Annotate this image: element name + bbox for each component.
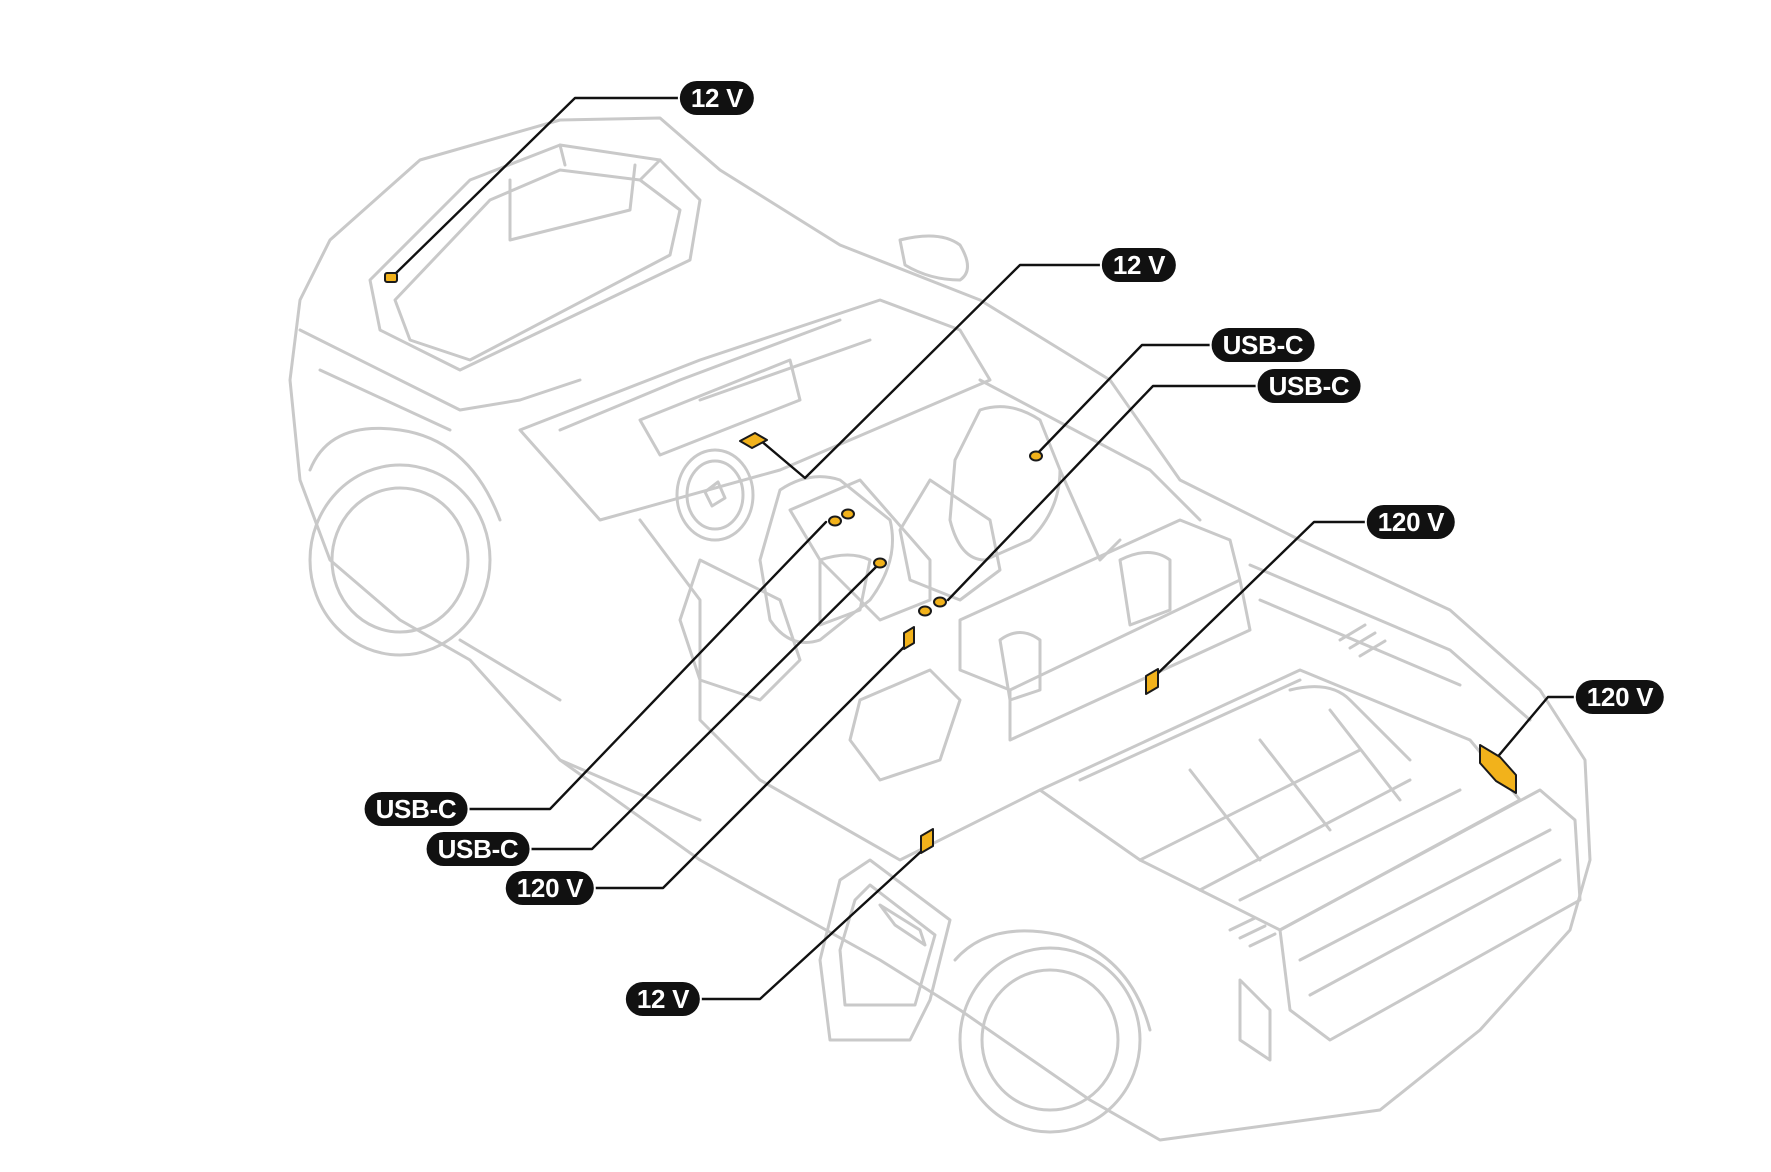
callout-rear-usb-c-a: USB-C (1212, 328, 1315, 362)
outlet-frunk-12v (385, 273, 397, 282)
frunk-outline (370, 145, 700, 370)
callout-dash-12v: 12 V (1102, 248, 1176, 282)
windshield (520, 300, 990, 520)
leader-console-120v (550, 645, 906, 888)
front-seat-passenger (950, 407, 1060, 560)
callout-console-usb-c-a: USB-C (365, 792, 468, 826)
center-console (790, 480, 930, 620)
outlet-rear-usb-c-a (1030, 452, 1042, 461)
outlet-rear-usb-c-b (919, 607, 931, 616)
outlet-console-usb-c-b (874, 559, 886, 568)
callout-bed-120v: 120 V (1367, 505, 1455, 539)
leader-rear-usb-c-b (948, 386, 1262, 600)
callout-gear-tunnel-12v: 12 V (626, 982, 700, 1016)
outlet-bed-120v (1146, 669, 1158, 694)
outlet-console-usb-c-a2 (842, 510, 854, 519)
outlet-console-usb-c-a (829, 517, 841, 526)
rear-seat-row (960, 520, 1240, 690)
outlet-console-120v (904, 627, 914, 649)
callout-rear-usb-c-b: USB-C (1258, 369, 1361, 403)
leader-console-usb-c-a (426, 522, 826, 809)
rear-wheel (960, 948, 1140, 1132)
leader-gear-tunnel-12v (665, 847, 926, 999)
callout-console-120v: 120 V (506, 871, 594, 905)
leader-rear-usb-c-a (1036, 345, 1217, 455)
truck-bed (1040, 670, 1520, 930)
front-wheel (310, 465, 490, 655)
outlet-tailgate-120v (1480, 745, 1516, 793)
callout-console-usb-c-b: USB-C (427, 832, 530, 866)
outlet-gear-tunnel-12v (921, 829, 933, 853)
tailgate (1280, 790, 1580, 1040)
leader-dash-12v (760, 265, 1113, 478)
callout-tailgate-120v: 120 V (1576, 680, 1664, 714)
leader-tailgate-120v (1495, 697, 1580, 760)
callout-frunk-12v: 12 V (680, 81, 754, 115)
outlet-rear-usb-c-b2 (934, 598, 946, 607)
outlet-dash-12v (740, 433, 767, 448)
leader-console-usb-c-b (475, 565, 878, 849)
body-outline (290, 118, 1590, 1140)
